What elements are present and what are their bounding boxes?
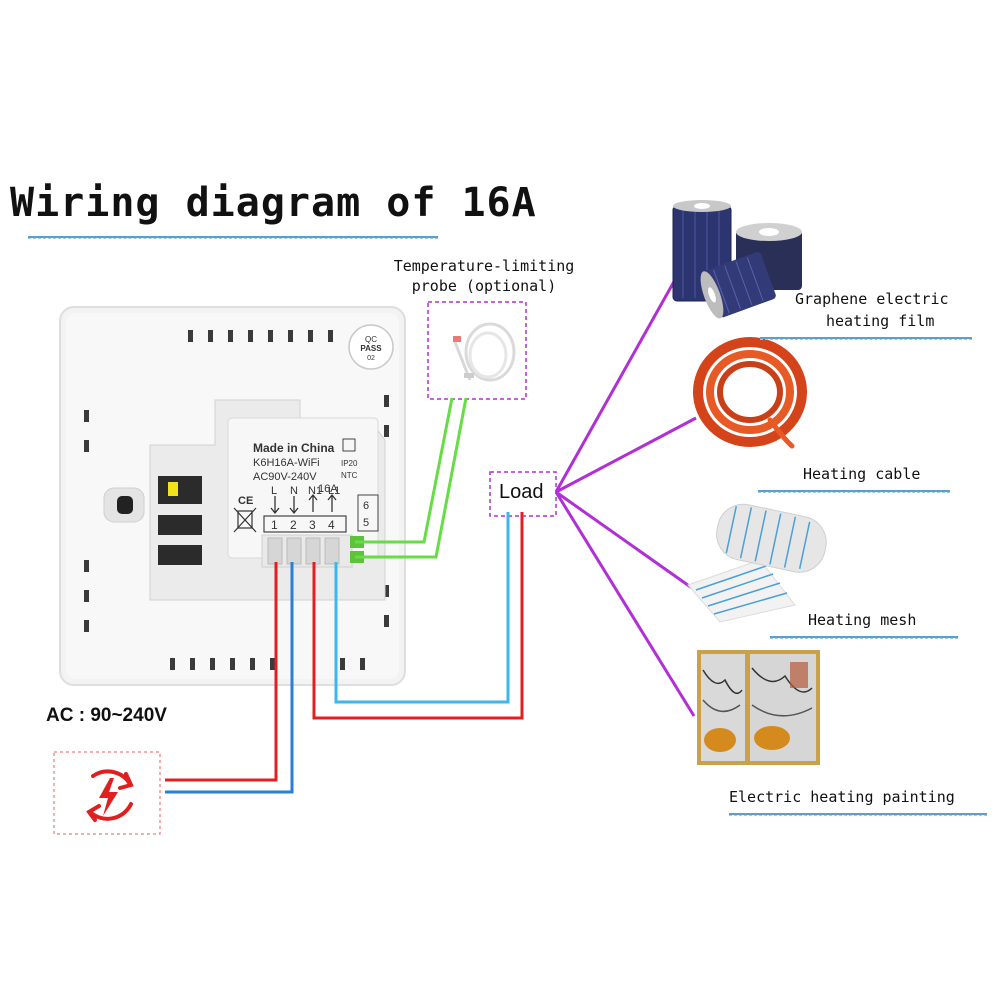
neutral-supply-wire — [165, 562, 294, 794]
rating-label: AC90V-240V — [253, 471, 317, 483]
terminal-number-1: 1 — [271, 518, 278, 532]
cable-underline — [758, 490, 950, 493]
ntc-terminal-5: 5 — [363, 517, 369, 529]
load-label: Load — [499, 481, 544, 503]
load-name-graphene-line2: heating film — [826, 312, 935, 330]
terminal-number-2: 2 — [290, 518, 297, 532]
probe-wire-2 — [355, 397, 468, 559]
power-source-box — [53, 751, 161, 835]
title-underline — [28, 236, 438, 239]
heating-mesh-image — [687, 503, 827, 623]
ac-voltage-label: AC : 90~240V — [46, 705, 167, 726]
current-label: 16A — [318, 483, 338, 495]
load-fanout-lines — [554, 277, 697, 717]
probe-label: Temperature-limiting probe (optional) — [384, 256, 584, 296]
graphene-underline — [760, 337, 972, 340]
page-title: Wiring diagram of 16A — [10, 180, 537, 226]
painting-underline — [729, 813, 987, 816]
power-cycle-icon — [86, 769, 134, 822]
neutral-load-wire — [334, 512, 510, 704]
load-name-heating-painting: Electric heating painting — [729, 788, 955, 806]
live-load-wire — [312, 512, 524, 720]
model-label: K6H16A-WiFi — [253, 457, 320, 469]
ntc-label: NTC — [341, 471, 358, 480]
ce-mark: CE — [238, 495, 253, 507]
load-name-heating-mesh: Heating mesh — [808, 611, 917, 629]
thermostat-back-image — [59, 306, 406, 686]
probe-cable-image — [427, 301, 527, 400]
terminal-name-n1: N1 — [308, 485, 322, 497]
load-name-graphene-line1: Graphene electric — [795, 290, 949, 308]
heating-film-image — [672, 200, 802, 319]
probe-wire-1 — [355, 397, 454, 544]
terminal-name-l1: L1 — [328, 485, 340, 497]
qc-badge-line1: QC — [365, 335, 377, 344]
ip-label: IP20 — [341, 459, 358, 468]
probe-label-line2: probe (optional) — [411, 277, 557, 295]
made-in-label: Made in China — [253, 441, 335, 455]
qc-badge-line2: PASS — [360, 344, 382, 353]
qc-badge-line3: 02 — [367, 355, 375, 362]
terminal-name-l: L — [271, 485, 277, 497]
terminal-number-3: 3 — [309, 518, 316, 532]
terminal-number-4: 4 — [328, 518, 335, 532]
probe-label-line1: Temperature-limiting — [393, 257, 575, 275]
live-supply-wire — [165, 562, 278, 782]
load-name-heating-cable: Heating cable — [803, 465, 921, 483]
wires — [165, 397, 524, 794]
device-labels: QC PASS 02 Made in China K6H16A-WiFi AC9… — [238, 335, 382, 532]
ntc-terminal-6: 6 — [363, 500, 369, 512]
heating-painting-image — [697, 650, 820, 765]
terminal-name-n: N — [290, 485, 298, 497]
heating-cable-image — [693, 337, 807, 449]
mesh-underline — [770, 636, 958, 639]
